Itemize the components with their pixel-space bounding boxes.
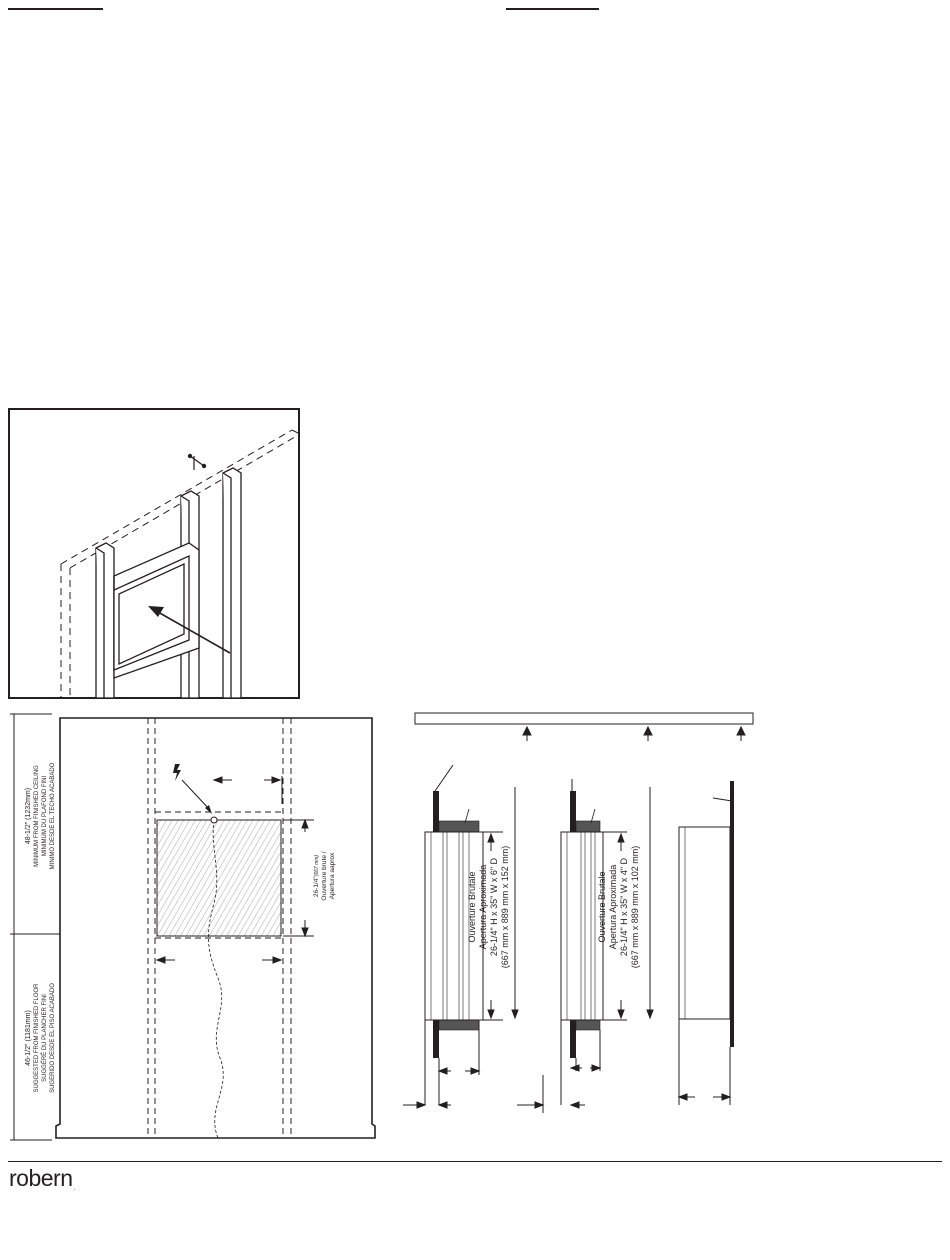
rough-height-imperial: 26-1/4" [313, 876, 320, 897]
wire-offset-dimension [212, 776, 283, 804]
stud-lines [147, 718, 292, 1138]
section-view-6in [403, 764, 519, 1109]
top-bar-arrows [522, 725, 746, 741]
section2-label-es: Apertura Aproximada [608, 865, 618, 950]
rough-opening [156, 819, 282, 937]
wall-elevation-diagram: 48-1/2" (1232mm) MINIMUM FROM FINISHED C… [10, 713, 376, 1141]
robern-logo: robern. [9, 1165, 75, 1192]
footer-rule [8, 1161, 942, 1162]
suggested-floor-fr: SUGGÉRÉ DU PLANCHER FINI [41, 994, 48, 1082]
wire-path [208, 819, 224, 1139]
section1-metric: (667 mm x 889 mm x 152 mm) [500, 846, 510, 969]
electrical-symbol-icon [173, 764, 212, 814]
section2-label-fr: Ouverture Brutale [597, 871, 607, 942]
section-view-4in [517, 779, 654, 1113]
section1-label-es: Apertura Aproximada [478, 865, 488, 950]
min-ceiling-value: 48-1/2" (1232mm) [25, 788, 32, 844]
cabinet-top-bar [414, 712, 754, 725]
section2-metric: (667 mm x 889 mm x 102 mm) [630, 846, 640, 969]
section-view-surface [677, 781, 734, 1105]
min-ceiling-es: MINIMO DESDE EL TECHO ACABADO [50, 762, 56, 869]
suggested-floor-es: SUGERIDO DESDE EL PISO ACABADO [50, 983, 56, 1093]
cabinet-section-diagrams: Ouverture Brutale Apertura Aproximada 26… [403, 712, 754, 1113]
min-ceiling-fr: MINIMUM DU PLAFOND FINI [42, 776, 48, 857]
install-arrow [148, 606, 231, 654]
min-ceiling-en: MINIMUM FROM FINISHED CEILING [34, 765, 40, 867]
framing-perspective-diagram [8, 408, 300, 699]
rough-height-value: 26-1/4"(667 mm) [313, 855, 320, 897]
logo-trademark: . [73, 1186, 75, 1192]
suggested-floor-en: SUGGESTED FROM FINISHED FLOOR [34, 983, 40, 1093]
junction-box [210, 816, 218, 824]
suggested-floor-value: 46-1/2" (1181mm) [25, 1010, 32, 1066]
opening-height-dimension [283, 818, 314, 938]
rough-height-metric: (667 mm) [314, 855, 320, 877]
section2-imperial: 26-1/4" H x 35" W x 4" D [619, 857, 629, 956]
header-rule-right [506, 8, 599, 10]
section1-imperial: 26-1/4" H x 35" W x 6" D [489, 857, 499, 956]
section1-label-fr: Ouverture Brutale [467, 871, 477, 942]
electrical-wire [187, 453, 207, 470]
logo-text: robern [9, 1165, 73, 1191]
rough-height-es: Apertura aaprox [329, 852, 336, 899]
opening-width-dimension [155, 956, 283, 964]
rough-height-fr: Ouverture brute / [321, 851, 328, 900]
header-rule-left [8, 8, 103, 10]
